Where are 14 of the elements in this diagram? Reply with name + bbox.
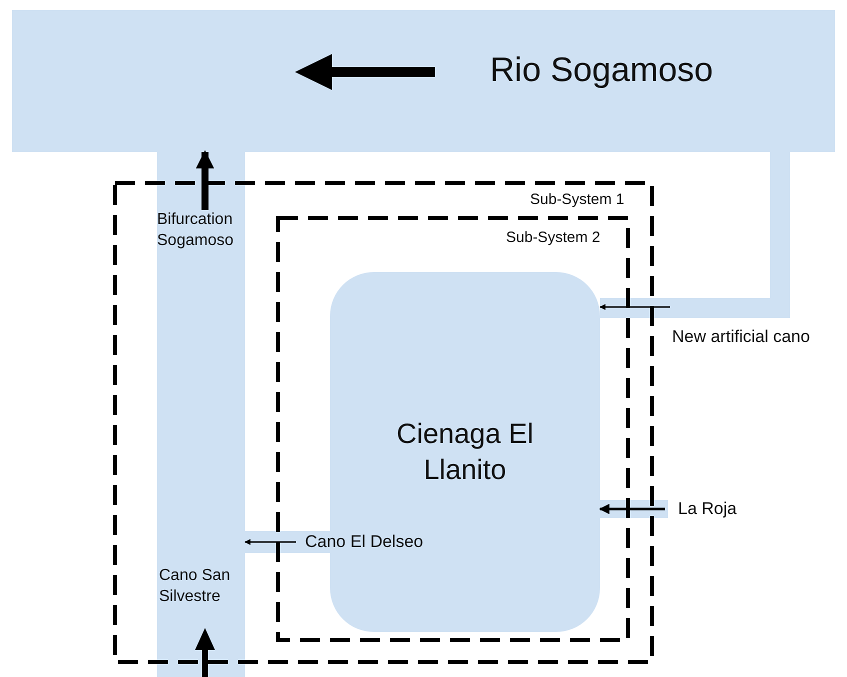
flow-arrow (598, 504, 665, 514)
flow-arrow (244, 539, 296, 545)
water-channel (157, 152, 245, 677)
flow-arrow (599, 304, 670, 310)
flow-arrow (196, 150, 214, 210)
subsystem-label: Sub-System 1 (530, 190, 624, 210)
channel-label: Cano El Delseo (305, 531, 424, 553)
lake-label: Cienaga El Llanito (396, 416, 534, 487)
water-label: Cano San Silvestre (159, 566, 232, 607)
channel-label: New artificial cano (672, 326, 810, 348)
water-label: Rio Sogamoso (490, 50, 714, 91)
channel-label: La Roja (678, 498, 737, 520)
water-label: Bifurcation Sogamoso (157, 210, 234, 251)
subsystem-label: Sub-System 2 (506, 228, 600, 248)
